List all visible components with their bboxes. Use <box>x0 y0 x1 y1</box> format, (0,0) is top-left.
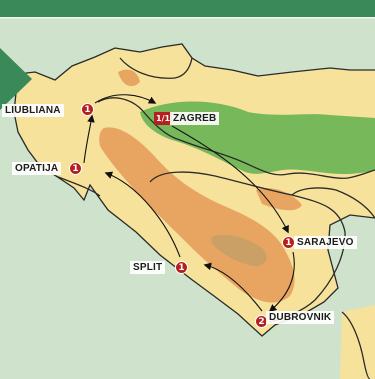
top-banner-edge <box>0 17 375 19</box>
border-serbia <box>291 187 375 219</box>
border-montenegro <box>341 311 371 379</box>
mountains-west <box>118 69 140 87</box>
borders <box>13 43 375 379</box>
nights-badge-split: 1 <box>175 261 188 274</box>
city-label-split: SPLIT <box>130 261 166 274</box>
highlands-central <box>211 234 267 266</box>
top-banner <box>0 0 375 17</box>
border-austria <box>119 57 193 79</box>
coast-split-bay <box>55 175 101 197</box>
route-opatija-liubliana <box>83 114 95 164</box>
city-label-opatija: OPATIJA <box>12 162 62 175</box>
play-arrow-icon[interactable] <box>0 48 32 110</box>
border-slovenia-croatia <box>97 97 375 179</box>
route-liubliana-zagreb <box>94 94 157 104</box>
route-sarajevo-dubrovnik <box>268 251 295 312</box>
mountains-east <box>256 187 302 211</box>
border-bosnia <box>149 171 346 323</box>
nights-badge-opatija: 1 <box>69 162 82 175</box>
nights-badge-zagreb: 1/1 <box>154 112 173 125</box>
route-dubrovnik-split <box>203 262 263 312</box>
city-label-zagreb: ZAGREB <box>170 112 220 125</box>
route-split-opatija <box>104 171 181 258</box>
city-label-sarajevo: SARAJEVO <box>294 236 357 249</box>
nights-badge-liubliana: 1 <box>81 103 94 116</box>
route-lines <box>83 94 295 312</box>
city-label-dubrovnik: DUBROVNIK <box>266 311 335 324</box>
city-label-liubliana: LIUBLIANA <box>2 104 64 117</box>
route-zagreb-sarajevo <box>171 125 289 234</box>
